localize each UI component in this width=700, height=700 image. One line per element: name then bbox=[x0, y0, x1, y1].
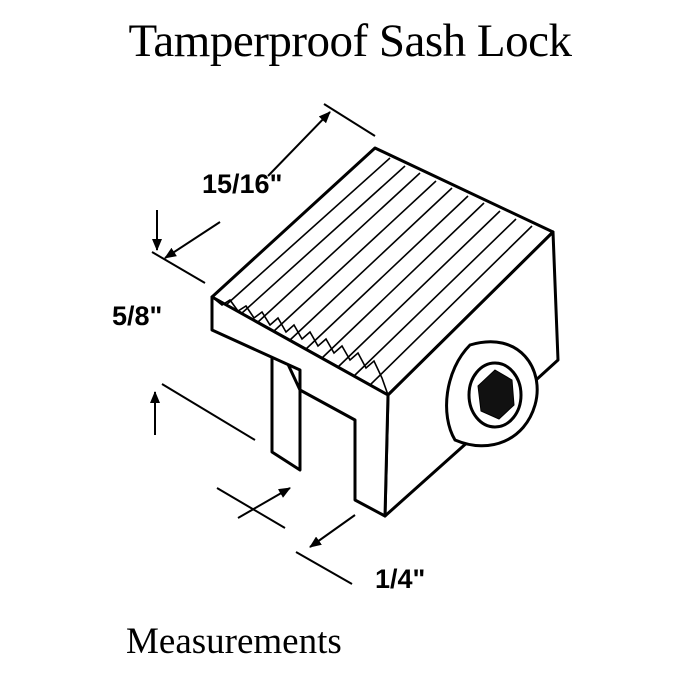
dimension-lines bbox=[150, 103, 376, 585]
sash-lock-body bbox=[210, 146, 560, 518]
set-screw-boss bbox=[445, 340, 539, 448]
slot-width-dimension-label: 1/4" bbox=[375, 564, 425, 594]
hex-socket-icon bbox=[477, 369, 515, 420]
height-dimension-label: 5/8" bbox=[112, 301, 162, 331]
diagram-caption: Measurements bbox=[126, 621, 342, 662]
front-face-with-slot bbox=[210, 295, 390, 518]
diagram-title: Tamperproof Sash Lock bbox=[128, 15, 572, 67]
ridges bbox=[211, 157, 533, 396]
length-dimension-label: 15/16" bbox=[202, 169, 282, 199]
